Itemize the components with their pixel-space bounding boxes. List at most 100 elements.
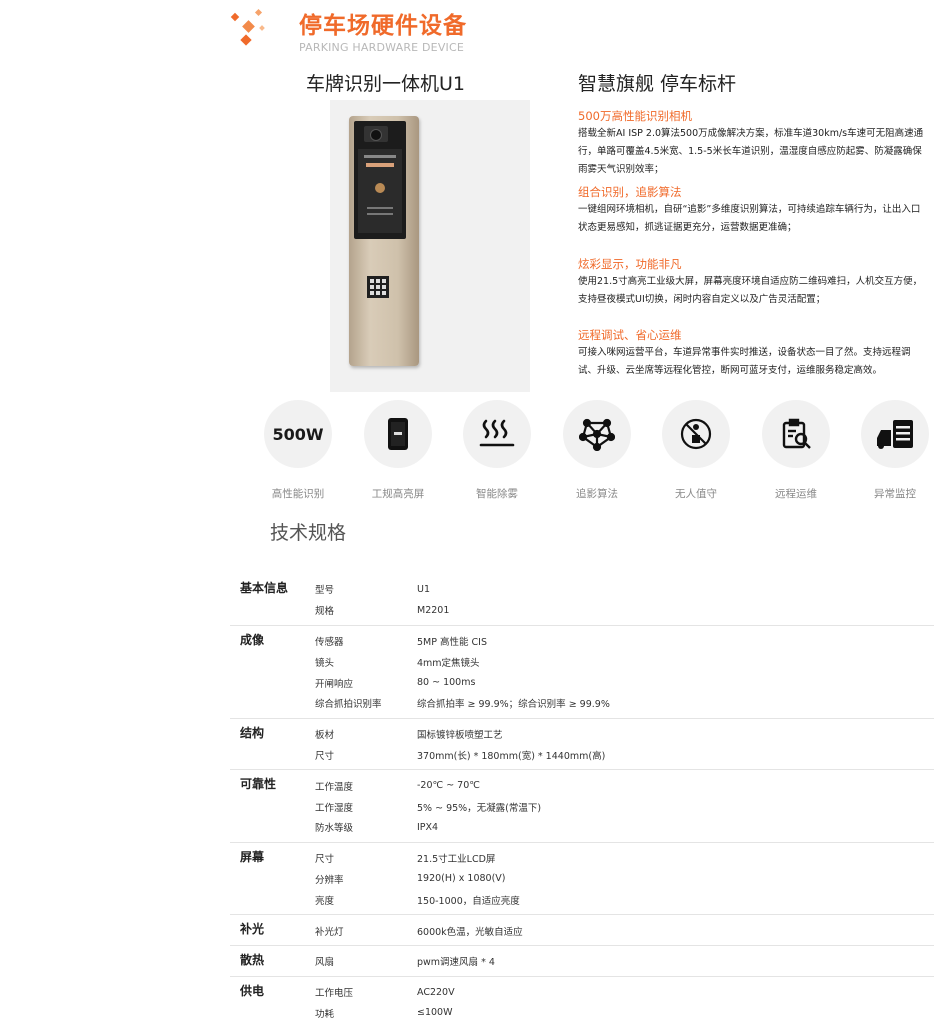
feature-desc: 搭载全新AI ISP 2.0算法500万成像解决方案，标准车道30km/s车速可…: [578, 128, 924, 175]
icon-label: 无人值守: [675, 488, 717, 500]
spec-category: 结构: [240, 725, 265, 740]
icon-label: 智能除雾: [476, 488, 518, 500]
spec-value: 4mm定焦镜头: [417, 657, 480, 669]
feature-title: 500万高性能识别相机: [578, 109, 692, 123]
spec-row: 功耗 ≤100W: [230, 1003, 934, 1024]
spec-category: 屏幕: [240, 849, 265, 864]
feature-tracking: 组合识别，追影算法 一键组网环境相机，自研“追影”多维度识别算法，可持续追踪车辆…: [578, 184, 924, 237]
spec-row: 补光灯 6000k色温，光敏自适应: [230, 920, 934, 941]
spec-value: 80 ~ 100ms: [417, 677, 476, 689]
spec-value: 1920(H) x 1080(V): [417, 873, 506, 885]
spec-value: pwm调速风扇 * 4: [417, 957, 495, 969]
feature-camera: 500万高性能识别相机 搭载全新AI ISP 2.0算法500万成像解决方案，标…: [578, 108, 924, 179]
feature-title: 组合识别，追影算法: [578, 185, 682, 199]
icon-label: 工规高亮屏: [371, 488, 425, 500]
spec-row: 亮度 150-1000，自适应亮度: [230, 889, 934, 910]
icon-item-tracking: 追影算法: [547, 400, 647, 501]
spec-key: 板材: [315, 730, 335, 742]
spec-value: 国标镀锌板喷塑工艺: [417, 730, 503, 742]
spec-row: 规格 M2201: [230, 600, 934, 621]
spec-value: 150-1000，自适应亮度: [417, 895, 520, 907]
spec-key: 尺寸: [315, 750, 335, 762]
spec-value: 5% ~ 95%，无凝露(常温下): [417, 802, 542, 814]
spec-heading: 技术规格: [270, 522, 347, 544]
spec-row: 型号 U1: [230, 579, 934, 600]
spec-key: 亮度: [315, 895, 335, 907]
spec-key: 综合抓拍识别率: [315, 699, 382, 711]
spec-category: 补光: [240, 922, 265, 937]
defog-icon: [463, 400, 531, 468]
spec-category: 基本信息: [240, 581, 289, 595]
spec-value: U1: [417, 583, 430, 595]
unattended-icon: [662, 400, 730, 468]
spec-key: 规格: [315, 606, 335, 618]
500w-icon: 500W: [264, 400, 332, 468]
keypad-icon: [367, 276, 389, 298]
spec-key: 工作湿度: [315, 802, 354, 814]
spec-row: 综合抓拍识别率综合抓拍率 ≥ 99.9%；综合识别率 ≥ 99.9%: [230, 693, 934, 714]
spec-key: 防水等级: [315, 823, 354, 835]
icon-label: 高性能识别: [271, 488, 325, 500]
spec-group-reliability: 可靠性 工作温度 -20℃ ~ 70℃ 工作湿度 5% ~ 95%，无凝露(常温下)…: [230, 770, 934, 843]
spec-group-basic: 基本信息 型号 U1 规格 M2201: [230, 574, 934, 626]
icon-label: 追影算法: [576, 488, 618, 500]
spec-group-fill-light: 补光 补光灯 6000k色温，光敏自适应: [230, 915, 934, 946]
page-subtitle: PARKING HARDWARE DEVICE: [299, 41, 465, 54]
device-body: [349, 116, 419, 366]
feature-title: 远程调试、省心运维: [578, 328, 682, 342]
spec-value: -20℃ ~ 70℃: [417, 780, 480, 792]
spec-value: AC220V: [417, 986, 455, 998]
spec-key: 传感器: [315, 636, 344, 648]
feature-remote: 远程调试、省心运维 可接入咪网运营平台，车道异常事件实时推送，设备状态一目了然。…: [578, 327, 924, 380]
page-title: 停车场硬件设备: [299, 13, 467, 39]
spec-category: 供电: [240, 983, 265, 998]
monitor-icon: [861, 400, 929, 468]
spec-value: ≤100W: [417, 1007, 453, 1019]
screen-icon: [364, 400, 432, 468]
icon-item-defog: 智能除雾: [447, 400, 547, 501]
spec-row: 尺寸 370mm(长) * 180mm(宽) * 1440mm(高): [230, 745, 934, 766]
brand-logo-icon: [230, 8, 265, 46]
spec-category: 可靠性: [240, 777, 277, 792]
feature-desc: 使用21.5寸高亮工业级大屏，屏幕亮度环境自适应防二维码难扫，人机交互方便，支持…: [578, 276, 923, 305]
icon-label: 远程运维: [775, 488, 817, 500]
icon-item-screen: 工规高亮屏: [348, 400, 448, 501]
spec-value: 6000k色温，光敏自适应: [417, 926, 523, 938]
spec-key: 型号: [315, 585, 335, 597]
product-tagline: 智慧旗舰 停车标杆: [578, 73, 737, 95]
500w-text: 500W: [272, 424, 324, 444]
spec-value: 370mm(长) * 180mm(宽) * 1440mm(高): [417, 750, 606, 762]
icon-item-500w: 500W 高性能识别: [248, 400, 348, 501]
spec-value: IPX4: [417, 821, 439, 833]
feature-desc: 一键组网环境相机，自研“追影”多维度识别算法，可持续追踪车辆行为，让出入口状态更…: [578, 204, 921, 233]
icon-item-remote: 远程运维: [746, 400, 846, 501]
spec-key: 补光灯: [315, 926, 344, 938]
feature-display: 炫彩显示，功能非凡 使用21.5寸高亮工业级大屏，屏幕亮度环境自适应防二维码难扫…: [578, 256, 924, 309]
product-image: [330, 100, 530, 392]
spec-value: 21.5寸工业LCD屏: [417, 854, 496, 866]
device-screen: [354, 121, 406, 239]
feature-desc: 可接入咪网运营平台，车道异常事件实时推送，设备状态一目了然。支持远程调试、升级、…: [578, 347, 911, 376]
spec-row: 板材 国标镀锌板喷塑工艺: [230, 724, 934, 745]
spec-category: 成像: [240, 632, 265, 647]
spec-key: 工作温度: [315, 781, 354, 793]
spec-value: M2201: [417, 604, 450, 616]
device-display: [358, 149, 402, 233]
spec-row: 防水等级 IPX4: [230, 817, 934, 838]
spec-value: 5MP 高性能 CIS: [417, 636, 487, 648]
spec-category: 散热: [240, 952, 265, 967]
product-name: 车牌识别一体机U1: [306, 73, 465, 95]
spec-key: 功耗: [315, 1008, 335, 1020]
spec-row: 工作温度 -20℃ ~ 70℃: [230, 775, 934, 796]
